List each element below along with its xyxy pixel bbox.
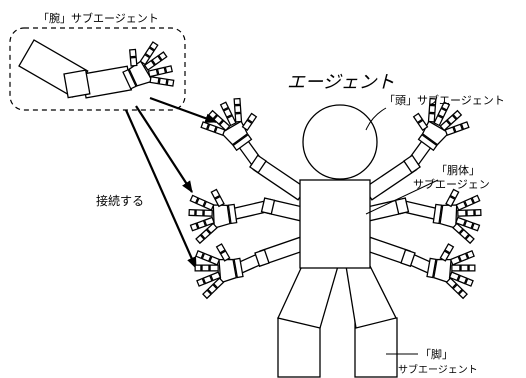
elbow-joint xyxy=(254,248,270,268)
agent-title: エージェント xyxy=(287,72,395,93)
connect-arrow-lower xyxy=(124,109,198,270)
detached-arm xyxy=(18,36,180,104)
torso xyxy=(299,179,371,269)
hand xyxy=(190,240,247,301)
right-middle-arm-assembly xyxy=(365,186,485,245)
arm-subagent-box xyxy=(9,27,186,111)
head-subagent-label: 「頭」サブエージェント xyxy=(384,93,505,107)
head xyxy=(302,104,378,180)
right-thigh xyxy=(345,265,397,329)
hand xyxy=(423,240,480,301)
elbow-joint xyxy=(403,154,421,174)
elbow-joint xyxy=(249,154,267,174)
right-lower-arm-assembly xyxy=(364,236,480,301)
connect-arrow-upper xyxy=(149,96,218,124)
elbow-joint xyxy=(260,197,276,215)
leg-subagent-label-line1: 「脚」 xyxy=(420,347,453,361)
arm-subagent-label: 「腕」サブエージェント xyxy=(38,11,159,25)
left-middle-arm-assembly xyxy=(185,186,305,245)
elbow-joint xyxy=(400,248,416,268)
torso-leader-line xyxy=(365,179,439,215)
left-upper-arm-assembly xyxy=(196,91,307,201)
torso-subagent-label-line2: サブエージェン xyxy=(413,177,490,191)
detached-elbow-joint xyxy=(63,69,91,99)
hand xyxy=(430,186,485,245)
right-shin xyxy=(354,317,398,378)
left-thigh xyxy=(277,265,339,329)
head-leader-line xyxy=(365,107,387,131)
connect-label: 接続する xyxy=(96,193,144,208)
hand xyxy=(185,186,240,245)
hand xyxy=(196,91,267,160)
connect-arrow-middle xyxy=(135,105,193,194)
elbow-joint xyxy=(394,197,410,215)
left-lower-arm-assembly xyxy=(190,236,306,301)
leg-subagent-label-line2: サブエージェント xyxy=(398,363,478,376)
right-upper-arm-assembly xyxy=(363,91,474,201)
torso-subagent-label-line1: 「胴体」 xyxy=(436,163,480,177)
